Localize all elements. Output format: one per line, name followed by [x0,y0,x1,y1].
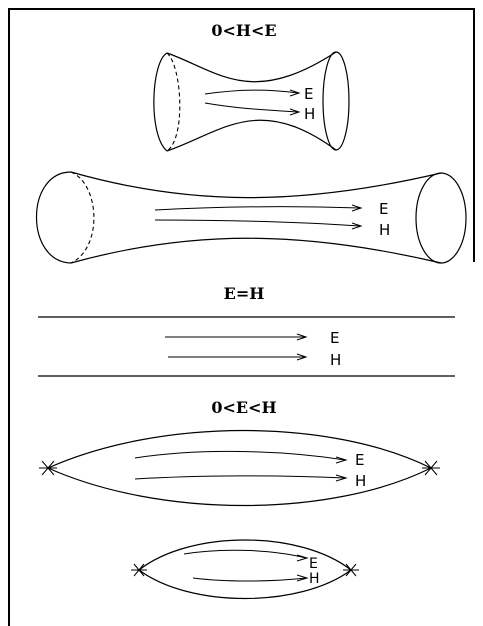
flow-arrow-e-head [335,456,348,464]
flow-arrow-h-head [335,474,348,482]
flow-arrow-e [204,89,299,95]
lens-top-edge [138,539,352,571]
flow-label-h: H [379,221,390,239]
lens-bottom-edge [47,467,432,507]
flow-arrow-e [134,450,346,461]
tube-left-end-front [153,52,168,152]
flow-label-h: H [330,351,341,369]
flow-arrow-h-head [296,353,308,361]
flow-label-h: H [355,472,366,490]
left-pole-marker [131,563,147,577]
short-hyperbolic-tube: E H [153,51,350,152]
flow-arrow-e-head [296,333,308,341]
flow-arrow-e-head [289,89,301,97]
flow-label-e: E [330,329,339,347]
flow-arrow-e-head [296,554,309,562]
tube-left-end-back [70,171,95,264]
tube-left-end-front [35,171,72,264]
long-hyperbolic-tube: E H [35,171,467,264]
flow-arrow-h-head [351,222,363,230]
flow-arrow-e [183,549,307,559]
flow-arrow-h [204,102,299,113]
flow-arrow-e-head [351,204,363,212]
flow-arrow-h [192,577,307,582]
flow-arrow-h-head [289,108,301,116]
lens-top-edge [47,429,432,469]
tube-right-end [322,51,350,151]
figure-frame [8,8,475,626]
lens-bottom-edge [138,569,352,600]
flow-arrow-h-head [296,574,309,582]
flow-arrow-h [134,475,346,480]
large-spherical-lens: E H [39,429,440,507]
flow-arrow-e [154,206,361,211]
right-pole-marker [343,563,359,577]
tube-top-edge [166,51,337,83]
flow-label-e: E [355,451,364,469]
right-pole-marker [422,460,440,476]
tube-right-end [415,172,467,264]
tube-bottom-edge [166,119,337,152]
flat-strip: E H [38,316,455,377]
flow-label-h: H [309,571,320,587]
heading-flat: E=H [224,284,265,303]
flow-label-h: H [304,105,315,123]
flow-label-e: E [309,556,318,572]
heading-hyperbolic: 0<H<E [211,21,276,40]
tube-top-edge [70,171,442,199]
left-pole-marker [39,460,57,476]
flow-label-e: E [379,200,388,218]
small-spherical-lens: E H [131,539,359,600]
tube-left-end-back [166,52,181,152]
flow-label-e: E [304,85,313,103]
flow-arrow-h [154,219,361,227]
tube-bottom-edge [70,237,442,264]
heading-spherical: 0<E<H [211,398,276,417]
